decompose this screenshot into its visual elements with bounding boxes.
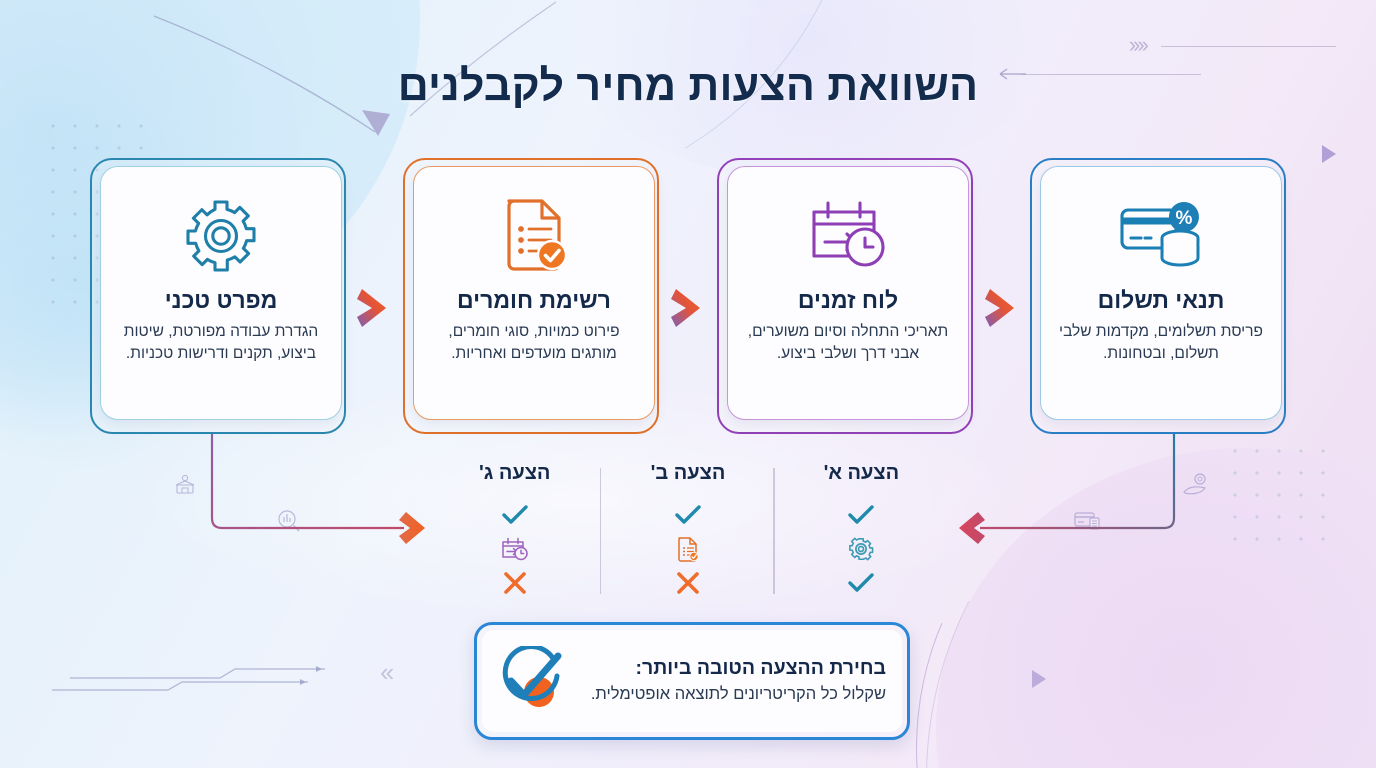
offer-column-c[interactable]: הצעה ג' — [428, 462, 602, 602]
card-title: תנאי תשלום — [1097, 287, 1225, 313]
check-circle-overlap-icon — [502, 646, 562, 707]
decor-stepped-lines-icon — [52, 666, 325, 691]
banner-title: בחירת ההצעה הטובה ביותר: — [635, 656, 886, 679]
offer-a-mark-top — [847, 499, 875, 531]
card-description: פירוט כמויות, סוגי חומרים, מותגים מועדפי… — [448, 323, 620, 363]
criteria-cards-row: מפרט טכני הגדרת עבודה מפורטת, שיטות ביצו… — [90, 158, 1286, 434]
offer-column-a[interactable]: הצעה א' — [775, 462, 948, 602]
connector-right — [959, 432, 1176, 544]
bank-building-icon — [175, 474, 195, 494]
offer-label: הצעה ב' — [650, 462, 726, 484]
card-materials-list[interactable]: רשימת חומרים פירוט כמויות, סוגי חומרים, … — [403, 158, 659, 434]
card-title: מפרט טכני — [164, 287, 278, 313]
credit-card-coins-icon: % — [1120, 202, 1200, 267]
offer-c-mark-bottom — [502, 567, 528, 599]
card-body: לוח זמנים תאריכי התחלה וסיום משוערים, אב… — [727, 166, 969, 420]
connector-left — [210, 432, 425, 544]
card-description: הגדרת עבודה מפורטת, שיטות ביצוע, תקנים ו… — [123, 323, 319, 363]
card-body: רשימת חומרים פירוט כמויות, סוגי חומרים, … — [413, 166, 655, 420]
gear-icon — [849, 537, 874, 561]
card-icon-slot — [182, 193, 260, 279]
card-icon-slot — [495, 193, 573, 279]
cross-icon — [677, 572, 699, 594]
card-description: פריסת תשלומים, מקדמות שלבי תשלום, ובטחונ… — [1059, 323, 1263, 363]
card-schedule[interactable]: לוח זמנים תאריכי התחלה וסיום משוערים, אב… — [717, 158, 973, 434]
card-payment-terms[interactable]: % תנאי תשלום פריסת תשלומים, מקדמות שלבי … — [1030, 158, 1286, 434]
offer-b-mark-bottom — [675, 567, 701, 599]
card-title: רשימת חומרים — [457, 287, 611, 313]
cross-icon — [503, 572, 526, 594]
offer-a-mark-bottom — [847, 567, 875, 599]
checklist-document-icon — [507, 199, 568, 271]
decor-line-top-right-1 — [1161, 46, 1336, 48]
card-description: תאריכי התחלה וסיום משוערים, אבני דרך ושל… — [747, 323, 949, 363]
chevron-right-decor-icon: ›››› — [1128, 32, 1149, 57]
arrow-chevron-2-icon — [671, 289, 700, 327]
arrow-chevron-3-icon — [985, 289, 1014, 327]
card-icon-slot: % — [1118, 193, 1204, 279]
offer-label: הצעה א' — [823, 462, 900, 484]
check-icon — [675, 505, 701, 524]
checklist-document-icon — [678, 536, 699, 562]
card-title: לוח זמנים — [797, 287, 899, 313]
decor-dot-grid-right — [1224, 440, 1334, 555]
offer-c-mark-top — [501, 499, 529, 531]
offer-b-mark-top — [674, 499, 702, 531]
offer-label: הצעה ג' — [478, 462, 551, 484]
banner-subtitle: שקלול כל הקריטריונים לתוצאה אופטימלית. — [590, 684, 886, 703]
offers-comparison: הצעה א' — [428, 462, 948, 602]
offer-a-criterion-icon — [848, 531, 874, 567]
coin-in-hand-icon — [1183, 473, 1206, 495]
check-icon — [848, 573, 875, 592]
page-title: השוואת הצעות מחיר לקבלנים — [397, 62, 979, 110]
triangle-right-decor-2-icon — [1032, 670, 1046, 688]
card-technical-spec[interactable]: מפרט טכני הגדרת עבודה מפורטת, שיטות ביצו… — [90, 158, 346, 434]
arrow-chevron-1-icon — [357, 289, 386, 327]
chevron-left-decor-icon: ‹‹ — [380, 657, 394, 687]
card-icon-slot — [807, 193, 889, 279]
calendar-clock-icon — [501, 537, 528, 561]
offer-column-b[interactable]: הצעה ב' — [601, 462, 776, 602]
check-icon — [848, 505, 875, 524]
check-icon — [501, 505, 528, 524]
banner-body: בחירת ההצעה הטובה ביותר: שקלול כל הקריטר… — [482, 630, 902, 732]
card-body: % תנאי תשלום פריסת תשלומים, מקדמות שלבי … — [1040, 166, 1282, 420]
banner-text-group: בחירת ההצעה הטובה ביותר: שקלול כל הקריטר… — [580, 657, 886, 705]
offer-b-criterion-icon — [676, 531, 700, 567]
gear-icon — [186, 200, 256, 272]
best-offer-banner[interactable]: בחירת ההצעה הטובה ביותר: שקלול כל הקריטר… — [474, 622, 910, 740]
calendar-clock-icon — [812, 201, 885, 267]
card-body: מפרט טכני הגדרת עבודה מפורטת, שיטות ביצו… — [100, 166, 342, 420]
offer-c-criterion-icon — [500, 531, 530, 567]
triangle-right-decor-icon — [1322, 145, 1336, 163]
svg-text:%: % — [1176, 208, 1193, 229]
banner-icon-slot — [492, 646, 568, 716]
